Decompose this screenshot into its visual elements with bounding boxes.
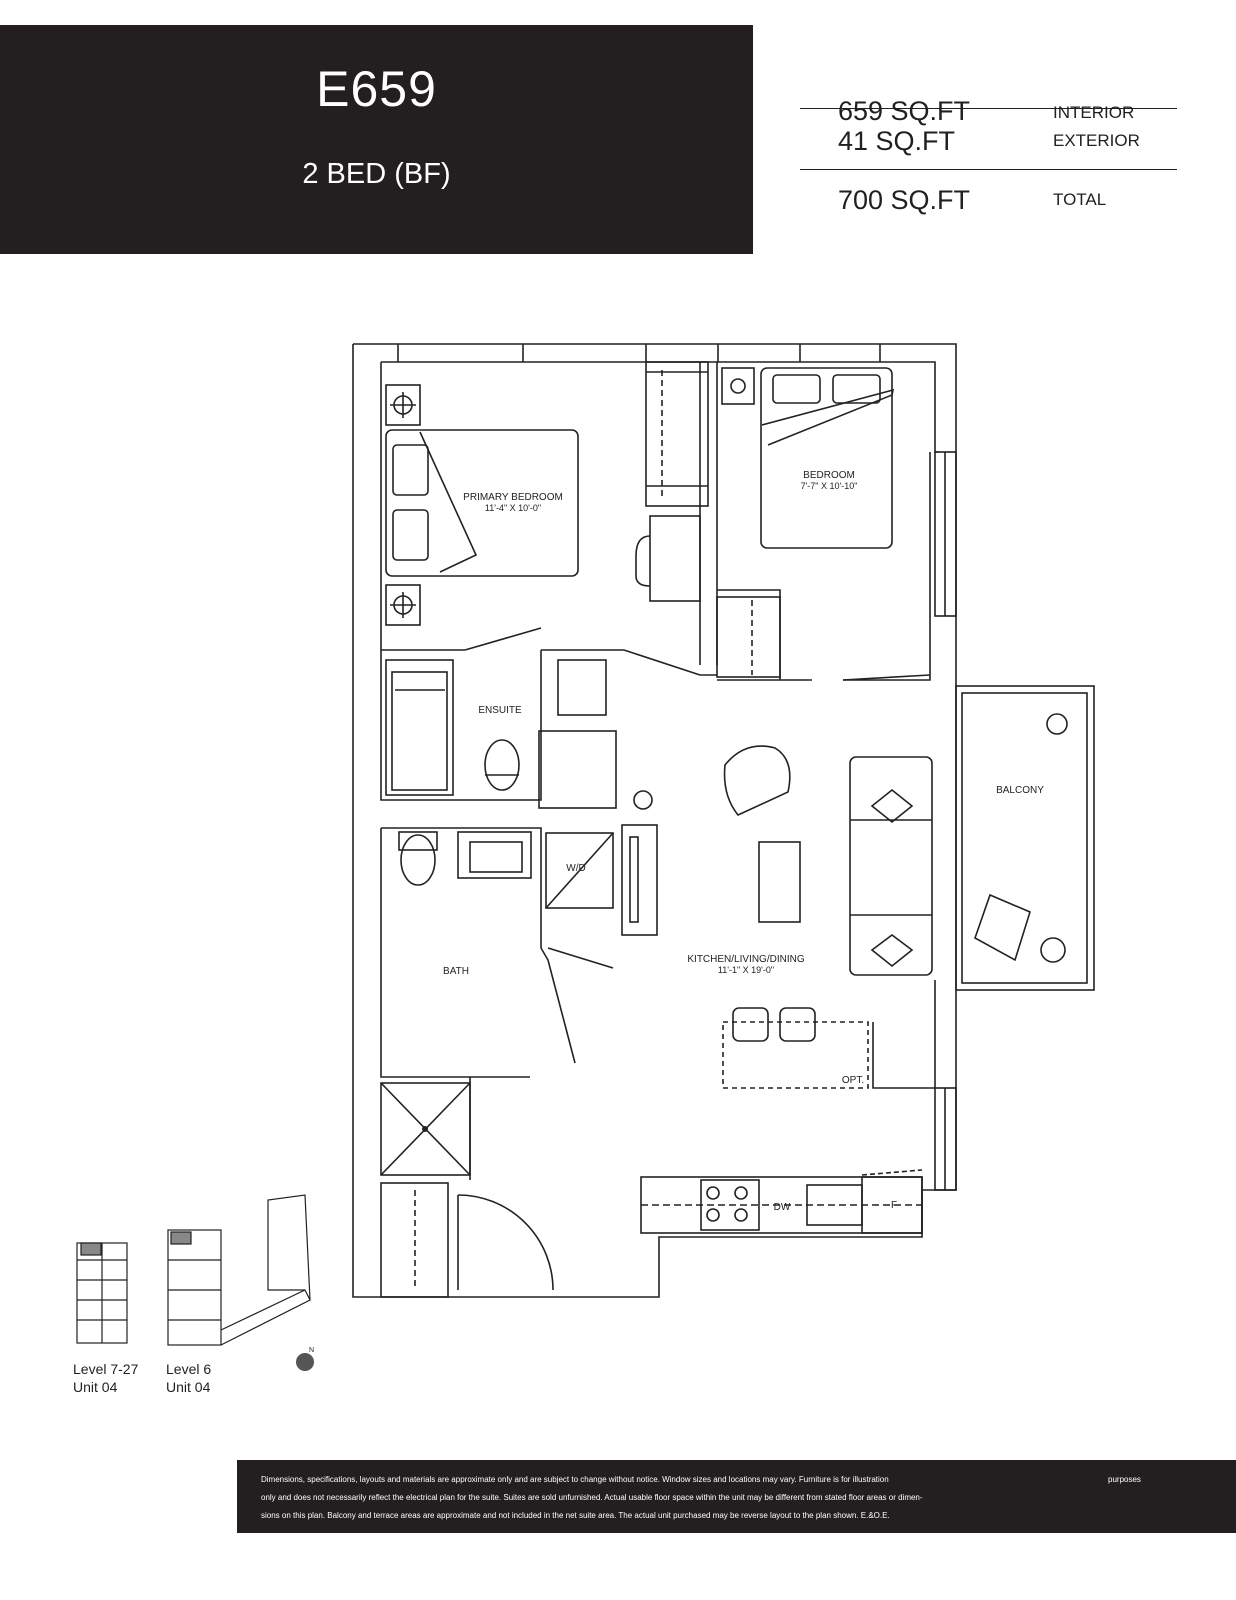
unit-header-band — [0, 25, 753, 254]
dining-table — [722, 1021, 869, 1089]
primary-closet — [645, 361, 709, 507]
key-plan-level-7-27 — [76, 1242, 128, 1344]
room-kitchen: KITCHEN/LIVING/DINING — [687, 954, 804, 965]
bathtub — [385, 659, 454, 796]
coffee-table — [758, 841, 801, 923]
disclaimer-line-1-end: purposes — [1108, 1475, 1141, 1484]
disclaimer-band: Dimensions, specifications, layouts and … — [237, 1460, 1236, 1533]
key-plan-1-level: Level 7-27 — [73, 1361, 139, 1377]
disclaimer-line-2: only and does not necessarily reflect th… — [261, 1493, 923, 1502]
label-fridge: F — [891, 1200, 897, 1211]
entry-door-swing — [457, 1194, 554, 1291]
balcony-table — [1040, 937, 1066, 963]
room-bath: BATH — [443, 966, 469, 977]
floor-plan: PRIMARY BEDROOM 11'-4" X 10'-0" BEDROOM … — [76, 343, 1095, 1371]
key-plan-1-unit: Unit 04 — [73, 1379, 118, 1395]
bedroom-closet — [716, 596, 781, 678]
ensuite-wall — [380, 650, 542, 801]
area-rule-mid — [800, 169, 1177, 170]
room-ensuite: ENSUITE — [478, 705, 522, 716]
exterior-area-value: 41 SQ.FT — [838, 126, 956, 156]
room-primary-bedroom: PRIMARY BEDROOM — [463, 492, 563, 503]
north-marker: N — [309, 1347, 314, 1354]
total-area-value: 700 SQ.FT — [838, 185, 971, 215]
ensuite-toilet — [484, 739, 520, 791]
total-area-label: TOTAL — [1053, 190, 1107, 209]
room-kitchen-dims: 11'-1" X 19'-0" — [718, 965, 774, 975]
label-dishwasher: DW — [774, 1202, 791, 1213]
disclaimer-line-3: sions on this plan. Balcony and terrace … — [261, 1511, 890, 1520]
bedroom-wall — [717, 589, 781, 680]
bath-toilet — [400, 834, 436, 886]
exterior-wall — [352, 343, 957, 1298]
north-arrow-icon — [296, 1353, 314, 1371]
label-opt: OPT. — [842, 1075, 864, 1086]
key-plan-2-level: Level 6 — [166, 1361, 212, 1377]
balcony-chair — [974, 893, 1031, 962]
shower-drain-icon — [422, 1126, 428, 1132]
entry-closet — [380, 1182, 449, 1298]
interior-area-label: INTERIOR — [1053, 103, 1135, 122]
sofa — [849, 756, 933, 976]
washer-dryer — [545, 832, 614, 909]
disclaimer-line-1: Dimensions, specifications, layouts and … — [261, 1475, 889, 1484]
unit-name: E659 — [316, 61, 437, 117]
room-balcony: BALCONY — [996, 785, 1044, 796]
cooktop — [700, 1179, 760, 1231]
shower — [380, 1082, 471, 1176]
room-wd: W/D — [566, 863, 585, 874]
exterior-area-label: EXTERIOR — [1053, 131, 1140, 150]
unit-type: 2 BED (BF) — [302, 158, 451, 190]
armchair — [723, 745, 791, 816]
balcony — [955, 685, 1095, 991]
area-rule-top — [800, 108, 1177, 109]
key-plan-2-unit: Unit 04 — [166, 1379, 211, 1395]
tv-console — [621, 824, 658, 936]
interior-area-value: 659 SQ.FT — [838, 96, 971, 126]
bedroom-bed — [760, 367, 893, 549]
key-plan-level-6 — [167, 1194, 311, 1346]
primary-bed — [385, 429, 579, 577]
room-bedroom: BEDROOM — [803, 470, 855, 481]
room-primary-bedroom-dims: 11'-4" X 10'-0" — [485, 503, 541, 513]
room-bedroom-dims: 7'-7" X 10'-10" — [801, 481, 858, 491]
desk — [649, 515, 701, 602]
